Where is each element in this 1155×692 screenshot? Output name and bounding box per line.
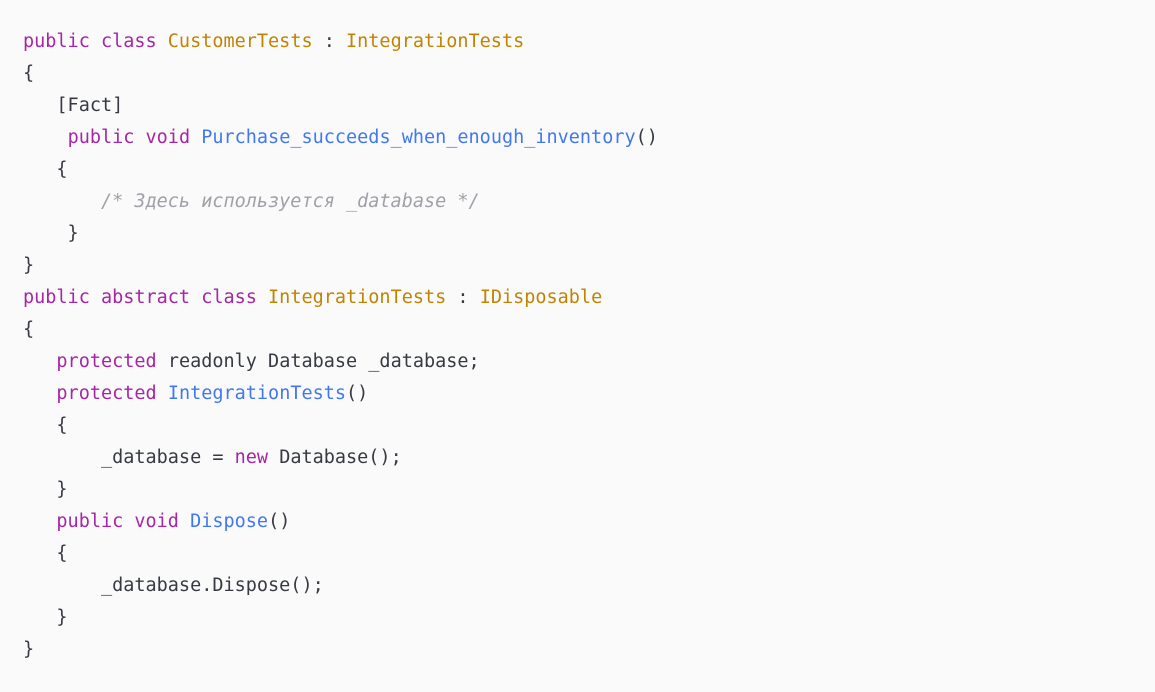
code-token: [Fact] [23, 95, 124, 116]
code-line: { [23, 154, 1155, 186]
code-token: { [23, 543, 68, 564]
code-token: public [67, 127, 146, 148]
code-token: } [23, 223, 79, 244]
code-token: IntegrationTests [167, 383, 347, 404]
code-line: } [23, 602, 1155, 634]
code-line: { [23, 538, 1155, 570]
code-token: : [446, 287, 480, 308]
code-line: protected readonly Database _database; [23, 346, 1155, 378]
code-token: _database = [23, 447, 235, 468]
code-token: { [23, 63, 35, 84]
code-line: public class CustomerTests : Integration… [23, 26, 1155, 58]
code-token: Database(); [279, 447, 402, 468]
code-line: } [23, 250, 1155, 282]
code-token: void [134, 511, 191, 532]
code-line: } [23, 218, 1155, 250]
code-token: class [100, 31, 168, 52]
code-token: void [145, 127, 202, 148]
code-token: IntegrationTests [268, 287, 447, 308]
code-line: protected IntegrationTests() [23, 378, 1155, 410]
code-token: class [201, 287, 269, 308]
code-token: new [234, 447, 280, 468]
code-line: { [23, 314, 1155, 346]
code-token: public [56, 511, 135, 532]
code-token: { [23, 159, 68, 180]
code-token: () [346, 383, 369, 404]
code-token: IntegrationTests [346, 31, 525, 52]
code-token [23, 127, 68, 148]
code-token: _database.Dispose(); [23, 575, 324, 596]
code-line: public abstract class IntegrationTests :… [23, 282, 1155, 314]
code-token: } [23, 639, 35, 660]
code-token [23, 383, 56, 404]
code-line: /* Здесь используется _database */ [23, 186, 1155, 218]
code-token: Purchase_succeeds_when_enough_inventory [201, 127, 636, 148]
code-token: { [23, 319, 35, 340]
code-line: [Fact] [23, 90, 1155, 122]
code-token: abstract [100, 287, 202, 308]
code-token: () [268, 511, 291, 532]
code-line: _database.Dispose(); [23, 570, 1155, 602]
code-line: { [23, 58, 1155, 90]
code-token: protected [56, 383, 168, 404]
code-token: { [23, 415, 68, 436]
code-line: } [23, 474, 1155, 506]
code-token: protected [56, 351, 168, 372]
code-line: public void Purchase_succeeds_when_enoug… [23, 122, 1155, 154]
code-token: public [23, 287, 101, 308]
code-token: Dispose [190, 511, 269, 532]
code-line: } [23, 634, 1155, 666]
code-token: } [23, 255, 35, 276]
code-token: readonly Database _database; [167, 351, 480, 372]
code-line: _database = new Database(); [23, 442, 1155, 474]
code-line: public void Dispose() [23, 506, 1155, 538]
code-token: } [23, 607, 68, 628]
code-token: public [23, 31, 101, 52]
code-line: { [23, 410, 1155, 442]
code-token: IDisposable [479, 287, 603, 308]
code-token: () [635, 127, 658, 148]
code-token: /* Здесь используется _database */ [23, 191, 480, 212]
code-token [23, 351, 56, 372]
code-token: : [312, 31, 347, 52]
code-token [23, 511, 56, 532]
code-token: } [23, 479, 68, 500]
code-token: CustomerTests [167, 31, 313, 52]
